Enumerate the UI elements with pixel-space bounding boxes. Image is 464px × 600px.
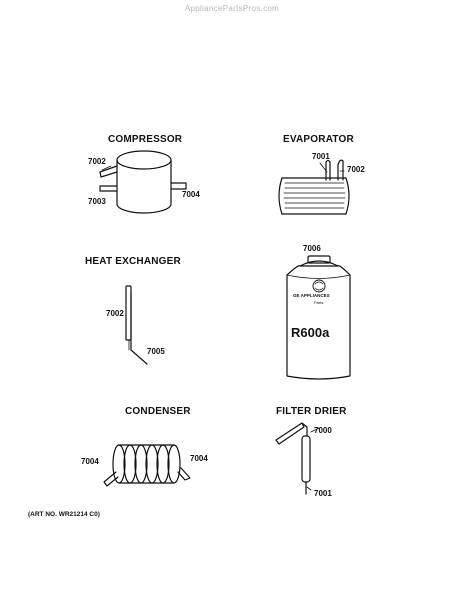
compressor-label-7003: 7003 xyxy=(88,197,106,206)
heat-exchanger-label-7002: 7002 xyxy=(106,309,124,318)
watermark: AppliancePartsPros.com xyxy=(184,4,280,13)
evaporator-title: EVAPORATOR xyxy=(283,134,354,145)
heat-exchanger-title: HEAT EXCHANGER xyxy=(85,256,181,267)
compressor-title: COMPRESSOR xyxy=(108,134,183,145)
condenser-label-7004-left: 7004 xyxy=(81,457,99,466)
compressor-drawing xyxy=(100,151,186,213)
refrigerant-can-drawing xyxy=(287,256,350,379)
leader-lines xyxy=(307,163,344,490)
filter-drier-title: FILTER DRIER xyxy=(276,406,347,417)
evaporator-label-7001: 7001 xyxy=(312,152,330,161)
compressor-label-7002: 7002 xyxy=(88,157,106,166)
heat-exchanger-drawing xyxy=(126,286,147,364)
filter-drier-label-7001: 7001 xyxy=(314,489,332,498)
can-brand-line2: Parts xyxy=(314,300,324,305)
evaporator-label-7002: 7002 xyxy=(347,165,365,174)
art-number: (ART NO. WR21214 C0) xyxy=(28,511,100,518)
condenser-label-7004-right: 7004 xyxy=(190,454,208,463)
evaporator-drawing xyxy=(279,160,349,214)
condenser-title: CONDENSER xyxy=(125,406,191,417)
filter-drier-label-7000: 7000 xyxy=(314,426,332,435)
heat-exchanger-label-7005: 7005 xyxy=(147,347,165,356)
filter-drier-drawing xyxy=(276,423,310,494)
can-brand-line1: GE APPLIANCES xyxy=(293,293,330,298)
can-product-r600a: R600a xyxy=(291,325,330,340)
refrigerant-can-label-7006: 7006 xyxy=(303,244,321,253)
condenser-drawing xyxy=(104,445,190,486)
compressor-label-7004: 7004 xyxy=(182,190,200,199)
